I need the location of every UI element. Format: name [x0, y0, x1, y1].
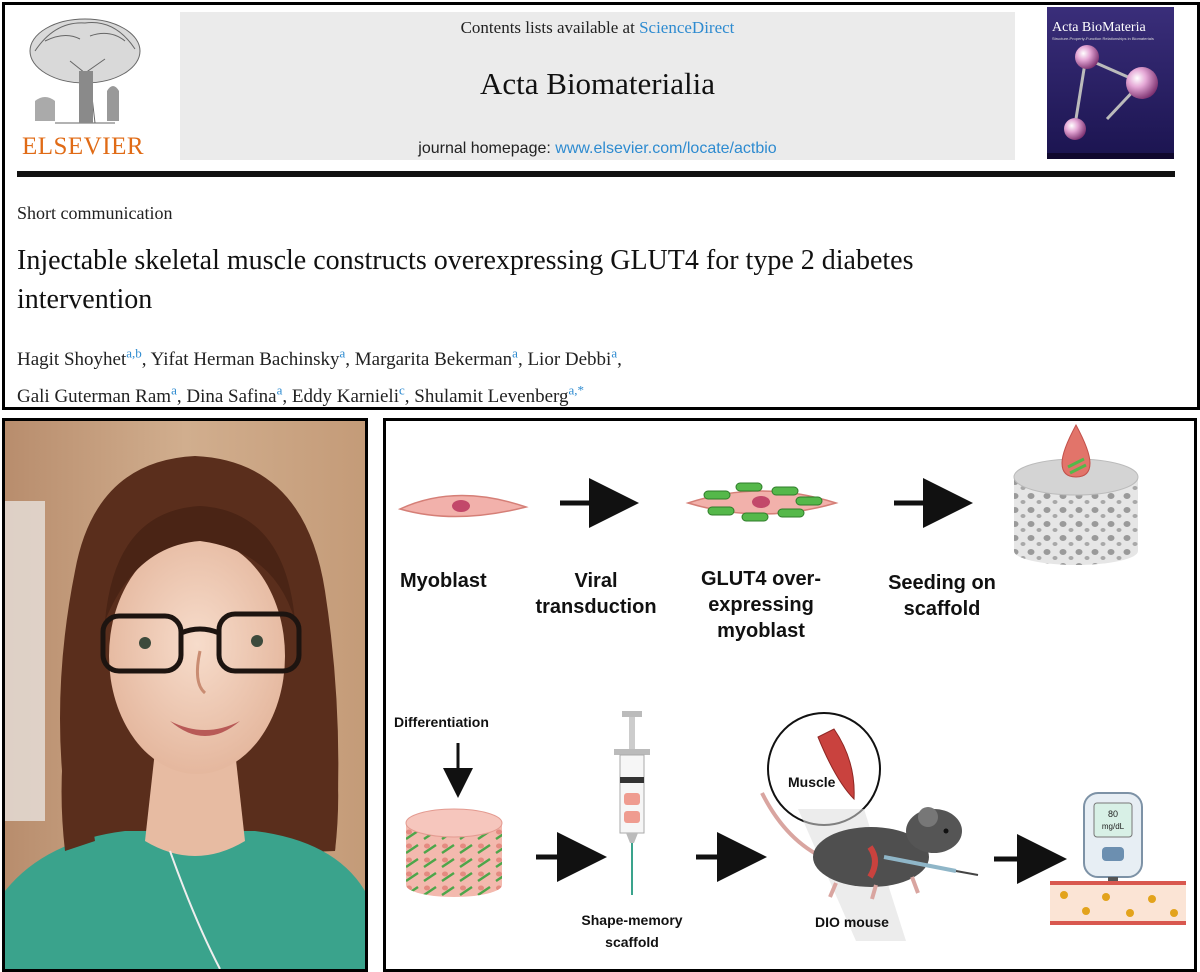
affiliation-marker[interactable]: c [398, 382, 405, 398]
cover-subtitle: Structure-Property-Function Relationship… [1052, 36, 1154, 41]
elsevier-logo[interactable]: ELSEVIER [15, 11, 151, 163]
meter-value: 80 [1108, 809, 1118, 819]
label-myoblast: Myoblast [400, 570, 487, 592]
muscle-callout [767, 712, 906, 941]
glut4-myoblast [685, 482, 839, 522]
journal-cover[interactable]: Acta BioMateria Structure-Property-Funct… [1047, 7, 1174, 159]
meter-unit: mg/dL [1102, 822, 1125, 831]
affiliation-marker[interactable]: a [339, 346, 346, 361]
syringe-icon [614, 711, 650, 895]
label-seeding-1: Seeding on [888, 572, 996, 594]
publisher-name: ELSEVIER [21, 133, 145, 160]
author[interactable]: Gali Guterman Rama, [17, 382, 187, 407]
label-glut4-1: GLUT4 over- [701, 568, 821, 590]
label-shape-memory-1: Shape-memory [581, 912, 682, 928]
contents-line: Contents lists available at ScienceDirec… [180, 18, 1015, 38]
glasses [100, 611, 302, 674]
homepage-link[interactable]: www.elsevier.com/locate/actbio [555, 140, 777, 157]
homepage-line: journal homepage: www.elsevier.com/locat… [180, 140, 1015, 158]
homepage-prefix: journal homepage: [418, 140, 556, 157]
cover-title: Acta BioMateria [1052, 20, 1146, 35]
tree-icon [15, 11, 151, 131]
affiliation-marker[interactable]: a [611, 346, 618, 361]
header-rule [17, 171, 1175, 177]
label-viral-2: transduction [535, 596, 656, 618]
label-seeding-2: scaffold [904, 598, 981, 620]
affiliation-marker[interactable]: a,* [568, 382, 585, 398]
blood-vessel [1050, 881, 1186, 925]
affiliation-marker[interactable]: a,b [126, 346, 142, 361]
graphical-abstract: Myoblast Viral transduction GLUT4 over- … [383, 418, 1197, 972]
author[interactable]: Hagit Shoyheta,b, [17, 346, 151, 371]
author-list: Hagit Shoyheta,b, Yifat Herman Bachinsky… [17, 339, 1167, 412]
contents-prefix: Contents lists available at [460, 18, 640, 37]
affiliation-marker[interactable]: a [171, 382, 177, 398]
author[interactable]: Yifat Herman Bachinskya, [150, 346, 355, 371]
journal-banner: Contents lists available at ScienceDirec… [180, 12, 1015, 160]
label-dio-mouse: DIO mouse [815, 914, 889, 930]
mouse-icon [760, 792, 979, 900]
label-glut4-2: expressing [708, 594, 814, 616]
article-title: Injectable skeletal muscle constructs ov… [17, 245, 914, 315]
journal-name: Acta Biomaterialia [480, 66, 715, 101]
author[interactable]: Lior Debbia, [527, 346, 622, 371]
myoblast-cell [397, 494, 529, 518]
author-portrait [2, 418, 368, 972]
affiliation-marker[interactable]: a [512, 346, 518, 361]
label-muscle: Muscle [788, 774, 836, 790]
author[interactable]: Dina Safinaa, [186, 382, 292, 407]
label-shape-memory-2: scaffold [605, 934, 659, 950]
article-header: ELSEVIER Contents lists available at Sci… [2, 2, 1200, 410]
author[interactable]: Margarita Bekermana, [354, 346, 528, 371]
label-glut4-3: myoblast [717, 620, 805, 642]
label-differentiation: Differentiation [394, 714, 489, 730]
label-viral-1: Viral [575, 570, 618, 592]
author[interactable]: Shulamit Levenberga,* [414, 382, 585, 407]
differentiated-construct [405, 808, 503, 897]
sciencedirect-link[interactable]: ScienceDirect [639, 18, 735, 37]
author[interactable]: Eddy Karnielic, [291, 382, 415, 407]
glucose-meter [1083, 792, 1143, 893]
article-type: Short communication [17, 203, 173, 223]
porous-scaffold [1013, 423, 1139, 565]
affiliation-marker[interactable]: a [276, 382, 283, 398]
